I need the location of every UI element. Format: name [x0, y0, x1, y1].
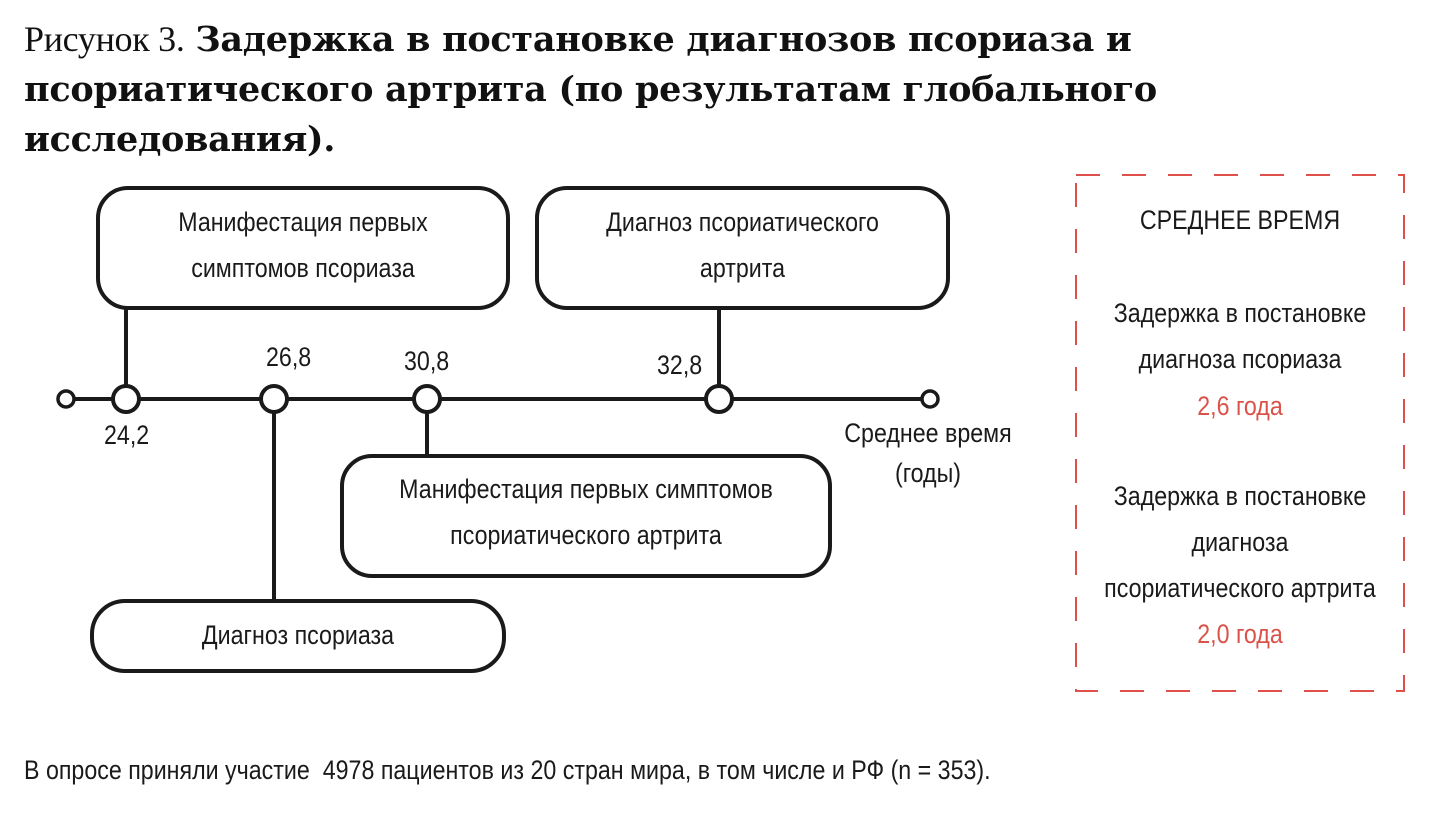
box-arthritis-diagnosis-label: Диагноз псориатического артрита: [566, 199, 919, 291]
value-32-8: 32,8: [657, 350, 703, 380]
box-arthritis-diagnosis-line2: артрита: [699, 253, 786, 283]
figure-title-line2: псориатического артрита (по результатам …: [24, 69, 1157, 160]
timeline-start-node: [56, 389, 76, 409]
value-30-8: 30,8: [404, 346, 450, 376]
box-psoriasis-diagnosis: [90, 599, 506, 673]
axis-label-line1: Среднее время: [844, 418, 1012, 448]
side-panel: СРЕДНЕЕ ВРЕМЯ Задержка в постановке диаг…: [1076, 175, 1404, 691]
box-psoriasis-diagnosis-line1: Диагноз псориаза: [201, 620, 395, 650]
box-arthritis-onset-line1: Манифестация первых симптомов: [399, 474, 773, 504]
box-arthritis-onset: [340, 454, 832, 578]
node-26-8: [259, 384, 289, 414]
timeline-end-node: [920, 389, 940, 409]
axis-label: Среднее время (годы): [840, 413, 1015, 493]
box-arthritis-diagnosis: [535, 186, 950, 310]
side-item1-line1: Задержка в постановке: [1113, 298, 1367, 328]
side-item1-line2: диагноза псориаза: [1138, 344, 1342, 374]
node-32-8: [704, 384, 734, 414]
side-item2-value: 2,0 года: [1197, 619, 1283, 649]
box-arthritis-onset-label: Манифестация первых симптомов псориатиче…: [376, 466, 796, 558]
side-panel-heading: СРЕДНЕЕ ВРЕМЯ: [1139, 205, 1341, 235]
side-item2-line1: Задержка в постановке: [1113, 481, 1367, 511]
box-arthritis-diagnosis-line1: Диагноз псориатического: [606, 207, 879, 237]
box-psoriasis-onset: [96, 186, 510, 310]
footnote: В опросе приняли участие 4978 пациентов …: [24, 755, 991, 785]
figure-number: Рисунок 3.: [24, 19, 185, 59]
box-psoriasis-onset-label: Манифестация первых симптомов псориаза: [127, 199, 480, 291]
node-24-2: [111, 384, 141, 414]
side-item1-value: 2,6 года: [1197, 391, 1283, 421]
node-30-8: [412, 384, 442, 414]
box-psoriasis-diagnosis-label: Диагноз псориаза: [121, 612, 475, 658]
side-panel-border: [1075, 174, 1405, 692]
box-psoriasis-onset-line1: Манифестация первых: [178, 207, 428, 237]
box-psoriasis-onset-line2: симптомов псориаза: [191, 253, 415, 283]
side-item2-line2: диагноза: [1191, 527, 1289, 557]
figure-title-line1: Задержка в постановке диагнозов псориаза…: [195, 19, 1132, 60]
value-24-2: 24,2: [104, 420, 150, 450]
value-26-8: 26,8: [266, 342, 312, 372]
axis-label-line2: (годы): [894, 458, 962, 488]
side-item2-line3: псориатического артрита: [1104, 573, 1376, 603]
figure-title: Рисунок 3. Задержка в постановке диагноз…: [24, 14, 1434, 165]
box-arthritis-onset-line2: псориатического артрита: [450, 520, 722, 550]
